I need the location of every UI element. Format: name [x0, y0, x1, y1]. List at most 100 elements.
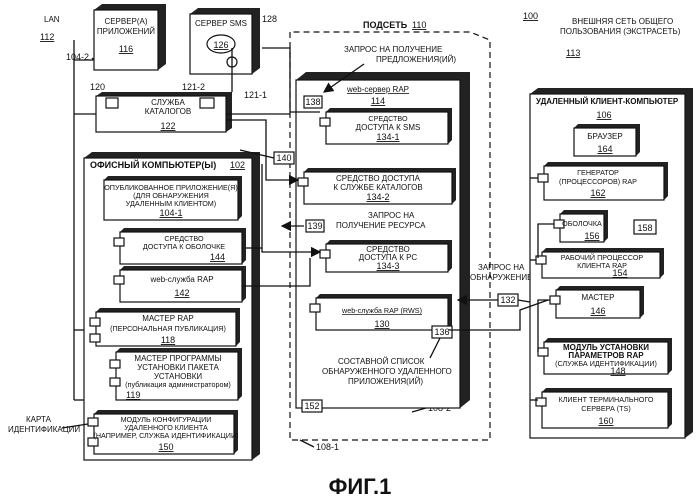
arrow-140-ref: 140 — [276, 153, 291, 163]
rap-master-line2: (ПЕРСОНАЛЬНАЯ ПУБЛИКАЦИЯ) — [110, 324, 226, 333]
install-master-line4: (публикация администратором) — [125, 380, 231, 389]
generator-line2: (ПРОЦЕССОРОВ) RAP — [559, 177, 637, 186]
generator: ГЕНЕРАТОР (ПРОЦЕССОРОВ) RAP 162 — [538, 162, 668, 200]
ts-client-ref: 160 — [598, 416, 613, 426]
shell-access-ref: 144 — [210, 252, 225, 262]
shell: ОБОЛОЧКА 156 — [554, 210, 608, 242]
app-server-line1: СЕРВЕР(А) — [104, 17, 147, 26]
resource-request-ref: 139 — [307, 221, 322, 231]
discovery-request-ref: 132 — [500, 295, 515, 305]
catalog-line1: СЛУЖБА — [151, 98, 185, 107]
work-processor: РАБОЧИЙ ПРОЦЕССОР КЛИЕНТА RAP 154 — [536, 248, 664, 278]
id-card-line1: КАРТА — [26, 415, 52, 424]
rws-ref: 130 — [374, 319, 389, 329]
subnet-ref: 110 — [412, 20, 426, 30]
item-152: 152 — [304, 401, 319, 411]
offer-request-ref: 138 — [305, 97, 320, 107]
sms-server-link-ref: 121-2 — [182, 82, 205, 92]
shell-access-line2: ДОСТУПА К ОБОЛОЧКЕ — [143, 242, 225, 251]
browser-ref: 164 — [597, 144, 612, 154]
composite-line3: ПРИЛОЖЕНИЯ(ИЙ) — [348, 377, 423, 386]
install-module-line3: (СЛУЖБА ИДЕНТИФИКАЦИИ) — [555, 359, 657, 368]
remote-client-ref: 106 — [596, 110, 611, 120]
lan-ref: 112 — [40, 32, 54, 42]
sms-access-line2: ДОСТУПА К SMS — [356, 123, 421, 132]
browser-label: БРАУЗЕР — [587, 132, 622, 141]
config-module-ref: 150 — [158, 442, 173, 452]
web-server-ref: 114 — [371, 96, 385, 106]
catalog-ref-right: 121-1 — [244, 90, 267, 100]
rws: web-служба RAP (RWS) 130 — [310, 294, 452, 330]
sms-server-outer-ref: 128 — [262, 14, 277, 24]
rap-master: МАСТЕР RAP (ПЕРСОНАЛЬНАЯ ПУБЛИКАЦИЯ) 118 — [90, 308, 240, 346]
rap-master-ref: 118 — [161, 335, 175, 345]
pc-access: СРЕДСТВО ДОСТУПА К PC 134-3 — [320, 240, 452, 272]
catalog-access-line1: СРЕДСТВО ДОСТУПА — [336, 174, 421, 183]
catalog-access-line2: К СЛУЖБЕ КАТАЛОГОВ — [333, 183, 422, 192]
work-processor-ref: 154 — [612, 268, 627, 278]
extranet-line1: ВНЕШНЯЯ СЕТЬ ОБЩЕГО — [572, 17, 673, 26]
client-master-ref: 146 — [590, 306, 605, 316]
generator-ref: 162 — [590, 188, 605, 198]
web-server-label: web-сервер RAP — [346, 85, 409, 94]
item-158: 158 — [637, 223, 652, 233]
subnet-ref-a: 108-1 — [316, 442, 339, 452]
install-master: МАСТЕР ПРОГРАММЫ УСТАНОВКИ ПАКЕТА УСТАНО… — [110, 348, 242, 400]
shell-ref: 156 — [584, 231, 599, 241]
generator-line1: ГЕНЕРАТОР — [577, 168, 619, 177]
composite-line2: ОБНАРУЖЕННОГО УДАЛЕННОГО — [322, 367, 452, 376]
subnet-label: ПОДСЕТЬ — [363, 20, 408, 30]
catalog-access: СРЕДСТВО ДОСТУПА К СЛУЖБЕ КАТАЛОГОВ 134-… — [298, 168, 456, 204]
figure-number: 100 — [523, 11, 538, 21]
offer-request-line1: ЗАПРОС НА ПОЛУЧЕНИЕ — [344, 45, 442, 54]
shell-access: СРЕДСТВО ДОСТУПА К ОБОЛОЧКЕ 144 — [114, 228, 246, 264]
rap-web-service-label: web-служба RAP — [149, 275, 213, 284]
ts-client-line2: СЕРВЕРА (TS) — [581, 404, 630, 413]
resource-request-line1: ЗАПРОС НА — [368, 211, 415, 220]
sms-server: СЕРВЕР SMS 126 — [190, 8, 260, 74]
composite-line1: СОСТАВНОЙ СПИСОК — [338, 357, 425, 366]
extranet-line2: ПОЛЬЗОВАНИЯ (ЭКСТРАСЕТЬ) — [560, 27, 681, 36]
client-master: МАСТЕР 146 — [550, 286, 644, 318]
install-module: МОДУЛЬ УСТАНОВКИ ПАРАМЕТРОВ RAP (СЛУЖБА … — [538, 338, 672, 376]
app-server-line2: ПРИЛОЖЕНИЙ — [97, 27, 155, 36]
remote-client-title: УДАЛЕННЫЙ КЛИЕНТ-КОМПЬЮТЕР — [536, 97, 679, 106]
install-module-ref: 148 — [610, 366, 625, 376]
office-pc-title: ОФИСНЫЙ КОМПЬЮТЕР(Ы) — [90, 159, 216, 170]
config-module-line3: (НАПРИМЕР, СЛУЖБА ИДЕНТИФИКАЦИИ) — [93, 431, 238, 440]
published-ref: 104-1 — [159, 208, 182, 218]
install-master-ref: 119 — [126, 390, 140, 400]
client-master-label: МАСТЕР — [582, 293, 615, 302]
discovery-request-line1: ЗАПРОС НА — [478, 263, 525, 272]
app-server-ref: 116 — [119, 44, 133, 54]
office-pc-ref: 102 — [230, 160, 245, 170]
published-apps: ОПУБЛИКОВАННОЕ ПРИЛОЖЕНИЕ(Я) (ДЛЯ ОБНАРУ… — [104, 176, 242, 220]
ts-client-line1: КЛИЕНТ ТЕРМИНАЛЬНОГО — [559, 395, 654, 404]
published-line3: УДАЛЕННЫМ КЛИЕНТОМ) — [126, 199, 216, 208]
extranet-ref: 113 — [566, 48, 580, 58]
sms-access: СРЕДСТВО ДОСТУПА К SMS 134-1 — [320, 108, 452, 144]
ts-client: КЛИЕНТ ТЕРМИНАЛЬНОГО СЕРВЕРА (TS) 160 — [536, 388, 672, 428]
catalog-line2: КАТАЛОГОВ — [145, 107, 191, 116]
lan-label: LAN — [44, 15, 60, 24]
offer-request-line2: ПРЕДЛОЖЕНИЯ(ИЙ) — [376, 55, 456, 64]
rap-web-service-ref: 142 — [174, 288, 189, 298]
app-server: СЕРВЕР(А) ПРИЛОЖЕНИЙ 116 — [94, 4, 166, 70]
sms-server-ref: 126 — [213, 40, 228, 50]
catalog-ref-left: 120 — [90, 82, 105, 92]
composite-ref: 136 — [434, 327, 449, 337]
discovery-request-line2: ОБНАРУЖЕНИЕ — [470, 273, 532, 282]
sms-access-line1: СРЕДСТВО — [368, 114, 408, 123]
figure-caption: ФИГ.1 — [329, 474, 392, 499]
shell-label: ОБОЛОЧКА — [562, 219, 602, 228]
pc-access-ref: 134-3 — [376, 261, 399, 271]
rws-label: web-служба RAP (RWS) — [341, 306, 422, 315]
catalog-access-ref: 134-2 — [366, 192, 389, 202]
sms-access-ref: 134-1 — [376, 132, 399, 142]
resource-request-line2: ПОЛУЧЕНИЕ РЕСУРСА — [336, 221, 426, 230]
install-master-line1: МАСТЕР ПРОГРАММЫ — [134, 354, 221, 363]
install-master-line2: УСТАНОВКИ ПАКЕТА — [137, 363, 219, 372]
catalog-service: СЛУЖБА КАТАЛОГОВ 122 — [96, 92, 232, 132]
rap-web-service: web-служба RAP 142 — [114, 266, 246, 302]
